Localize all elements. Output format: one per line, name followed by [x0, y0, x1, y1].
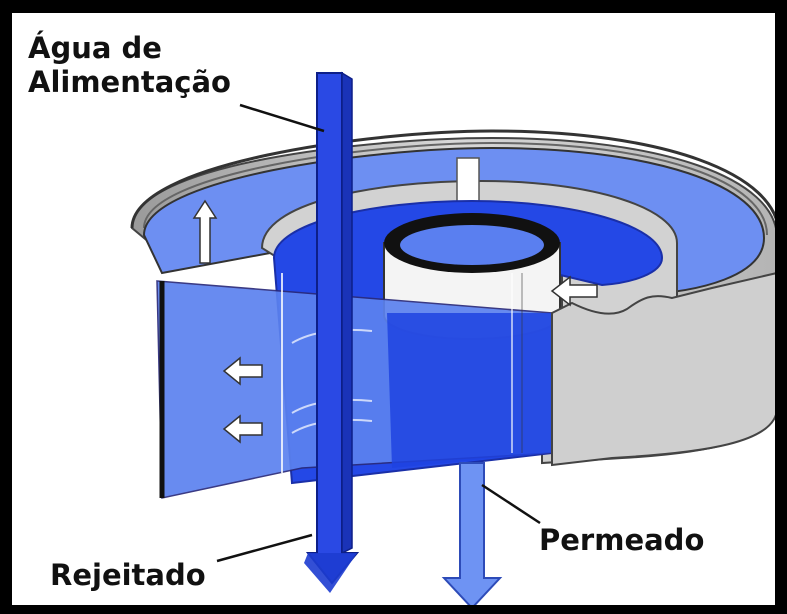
front-cutaway [156, 273, 553, 499]
flow-arrow-icons [192, 199, 598, 444]
label-leaders [216, 103, 541, 563]
flow-arrow-up-icon [192, 199, 218, 264]
feed-water-label: Água de Alimentação [28, 31, 231, 99]
feed-water-label-line1: Água de [28, 31, 162, 65]
permeate-label: Permeado [539, 523, 705, 557]
flow-arrow-left-icon [222, 414, 263, 444]
feed-water-arrow [304, 71, 360, 593]
membrane-module-illustration [130, 71, 775, 605]
diagram-panel: Água de Alimentação Permeado Rejeitado [12, 13, 775, 605]
flow-arrow-inward-icon [550, 275, 598, 307]
housing-cut-edge [551, 272, 775, 467]
permeate-arrow [441, 462, 503, 605]
feed-water-label-line2: Alimentação [28, 65, 231, 99]
reject-label: Rejeitado [50, 558, 206, 592]
flow-arrow-left-icon [222, 356, 263, 386]
